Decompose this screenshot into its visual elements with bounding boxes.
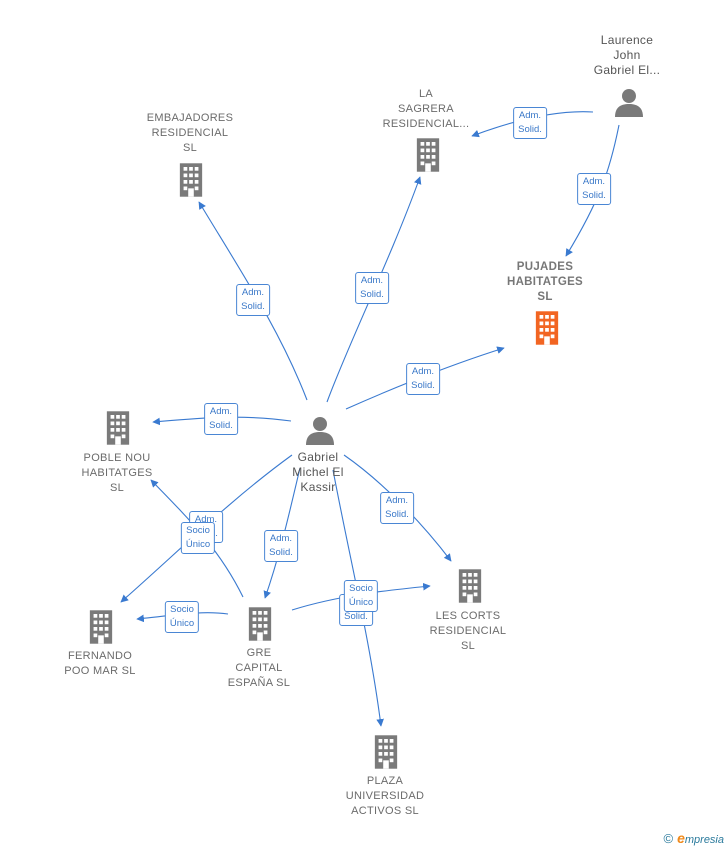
brand-logo[interactable]: empresia	[677, 830, 724, 846]
edge-label-laurence-to-pujades[interactable]: Adm. Solid.	[577, 173, 611, 205]
node-label-gre[interactable]: GRE CAPITAL ESPAÑA SL	[227, 647, 291, 689]
building-icon-sagrera[interactable]	[416, 138, 440, 172]
node-label-laurence[interactable]: Laurence John Gabriel El...	[593, 33, 661, 77]
node-label-poble[interactable]: POBLE NOU HABITATGES SL	[81, 452, 153, 494]
person-icon-laurence[interactable]	[615, 89, 643, 117]
node-label-embajadores[interactable]: EMBAJADORES RESIDENCIAL SL	[146, 112, 234, 154]
nodes-layer	[89, 89, 643, 769]
node-label-sagrera[interactable]: LA SAGRERA RESIDENCIAL...	[382, 88, 470, 130]
node-label-plaza[interactable]: PLAZA UNIVERSIDAD ACTIVOS SL	[345, 775, 425, 817]
edge-label-gabriel-to-pujades[interactable]: Adm. Solid.	[406, 363, 440, 395]
edge-label-gabriel-to-sagrera[interactable]: Adm. Solid.	[355, 272, 389, 304]
edge-label-gre-to-lescorts[interactable]: Socio Único	[343, 580, 379, 612]
footer-brand: © empresia	[663, 830, 724, 846]
edge-label-laurence-to-sagrera[interactable]: Adm. Solid.	[513, 107, 547, 139]
building-icon-pujades[interactable]	[535, 311, 559, 345]
node-label-fernando[interactable]: FERNANDO POO MAR SL	[64, 650, 136, 677]
edge-label-gabriel-to-embajadores[interactable]: Adm. Solid.	[236, 284, 270, 316]
person-icon-gabriel[interactable]	[306, 417, 334, 445]
building-icon-fernando[interactable]	[89, 610, 113, 644]
edge-label-gre-to-fernando[interactable]: Socio Único	[164, 601, 200, 633]
edge-label-gabriel-to-poble[interactable]: Adm. Solid.	[204, 403, 238, 435]
node-label-lescorts[interactable]: LES CORTS RESIDENCIAL SL	[429, 610, 507, 652]
building-icon-embajadores[interactable]	[179, 163, 203, 197]
edge-label-gre-to-poble[interactable]: Socio Único	[180, 522, 216, 554]
edge-label-gabriel-to-gre[interactable]: Adm. Solid.	[264, 530, 298, 562]
copyright-icon: ©	[663, 830, 674, 846]
node-label-gabriel[interactable]: Gabriel Michel El Kassir	[292, 450, 344, 494]
building-icon-poble[interactable]	[106, 411, 130, 445]
building-icon-plaza[interactable]	[374, 735, 398, 769]
edges-layer	[120, 111, 620, 727]
edge-label-gabriel-to-lescorts[interactable]: Adm. Solid.	[380, 492, 414, 524]
node-label-pujades[interactable]: PUJADES HABITATGES SL	[506, 261, 584, 303]
building-icon-lescorts[interactable]	[458, 569, 482, 603]
building-icon-gre[interactable]	[248, 607, 272, 641]
